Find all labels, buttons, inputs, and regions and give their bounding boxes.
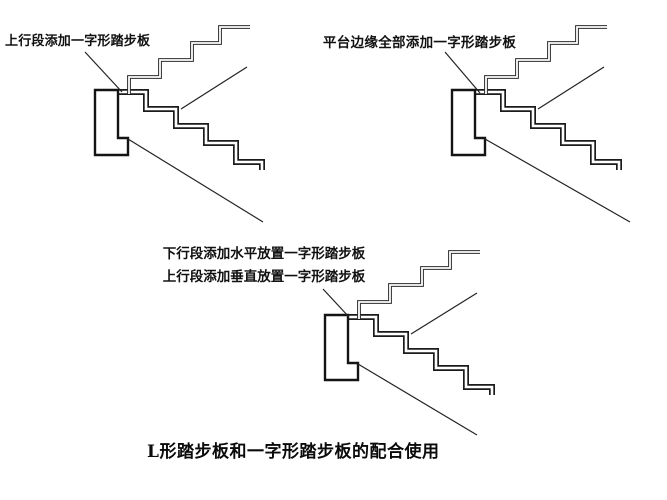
platform-outline (93, 88, 130, 157)
figure-caption: L形踏步板和一字形踏步板的配合使用 (147, 442, 440, 462)
lower-flight-soffit-line (127, 138, 264, 223)
label-top-left-diagram: 上行段添加一字形踏步板 (5, 33, 151, 48)
upper-flight-straight-tread-boards-gap (358, 251, 480, 319)
label-bottom-diagram: 下行段添加水平放置一字形踏步板 上行段添加垂直放置一字形踏步板 (156, 242, 372, 288)
label-leader-line (444, 51, 481, 94)
stair-diagram-top-left (84, 25, 265, 223)
label-leader-line (322, 288, 350, 318)
upper-flight-soffit-line (180, 66, 248, 110)
upper-flight-straight-tread-boards-gap (128, 26, 250, 94)
platform-outline (323, 313, 360, 382)
label-leader-line (84, 51, 123, 93)
lower-flight-soffit-line (484, 138, 631, 223)
lower-flight-l-tread-boards-gap (118, 90, 264, 170)
lower-flight-l-tread-boards-gap (475, 90, 621, 170)
lower-flight-l-tread-boards-gap (348, 315, 494, 395)
lower-flight-soffit-line (357, 363, 478, 436)
platform-outline (450, 88, 487, 157)
label-top-right-diagram: 平台边缘全部添加一字形踏步板 (323, 35, 517, 50)
label-bottom-diagram-line1: 下行段添加水平放置一字形踏步板 (162, 246, 366, 261)
label-bottom-diagram-line2: 上行段添加垂直放置一字形踏步板 (162, 269, 366, 284)
upper-flight-straight-tread-boards-gap (485, 26, 607, 94)
upper-flight-soffit-line (537, 66, 605, 110)
stair-diagram-top-right (444, 25, 631, 223)
stair-diagram-bottom-center (322, 250, 495, 436)
upper-flight-soffit-line (410, 292, 478, 335)
